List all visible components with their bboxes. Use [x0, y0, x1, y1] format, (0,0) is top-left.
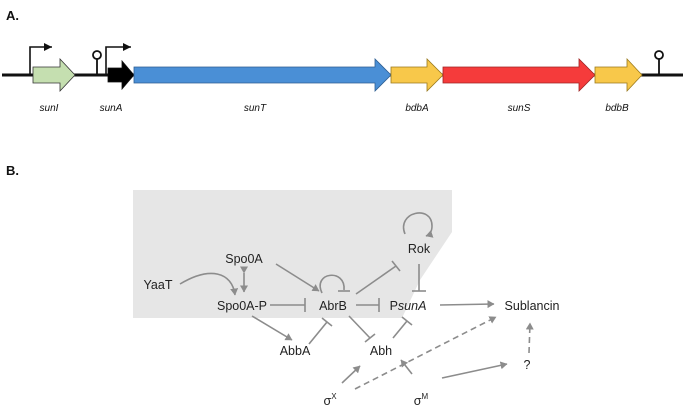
gene-arrow-sunT [133, 58, 392, 92]
edges [179, 263, 534, 390]
gene-label-sunS: sunS [508, 103, 531, 114]
gene-label-sunA: sunA [100, 103, 123, 114]
edge-sigmam-unknown [441, 361, 508, 379]
gene-label-sunI: sunI [40, 103, 59, 114]
promoter-sunA-icon [105, 43, 131, 75]
abrb-self-loop [319, 274, 345, 294]
edge-abba-abrb [308, 321, 328, 345]
edge-abh-psuna [392, 320, 408, 339]
edge-sigmam-abh [400, 359, 413, 375]
edge-spo0a-p-abba [251, 315, 293, 341]
node-sublancin: Sublancin [505, 299, 560, 313]
gene-arrow-sunS [442, 58, 596, 92]
node-psuna-gene: sunA [398, 299, 427, 313]
terminator-1-icon [92, 50, 102, 75]
edge-sigmax-sublancin-dashed [354, 316, 497, 390]
node-unknown: ? [524, 358, 531, 372]
gene-arrow-sunI [32, 57, 76, 93]
node-sigma-m: σM [414, 392, 429, 408]
node-sigma-x-superscript: X [331, 392, 337, 401]
node-psuna-prefix: P [390, 299, 398, 313]
edge-abrb-rok [355, 265, 397, 295]
edge-spo0a-abrb [275, 263, 320, 292]
terminator-2-icon [654, 50, 664, 75]
gene-label-sunT: sunT [244, 103, 267, 114]
repression-edges [270, 260, 426, 345]
regulatory-network-panel: YaaT Spo0A Spo0A-P AbrB Rok PsunA Sublan… [133, 190, 559, 408]
shaded-region [133, 190, 452, 318]
edge-abrb-abh [348, 315, 371, 339]
promoter-sunI-icon [29, 43, 52, 75]
rok-self-loop [402, 212, 434, 238]
gene-arrow-bdbA [390, 58, 444, 92]
node-sigma-x: σX [323, 392, 337, 408]
node-rok: Rok [408, 242, 431, 256]
edge-unknown-sublancin-dashed [525, 322, 534, 354]
gene-cluster-panel: sunI sunA sunT bdbA sunS bdbB [2, 43, 683, 114]
panel-a-label: A. [6, 8, 19, 23]
node-sigma-x-symbol: σ [323, 394, 331, 408]
node-abba: AbbA [280, 344, 311, 358]
edge-yaat-spo0a-p [179, 272, 239, 296]
node-sigma-m-symbol: σ [414, 394, 422, 408]
node-abrb: AbrB [319, 299, 347, 313]
edge-psuna-sublancin [439, 300, 495, 309]
gene-arrow-sunA [107, 59, 135, 91]
panel-b-label: B. [6, 163, 19, 178]
node-abh: Abh [370, 344, 392, 358]
node-spo0a-p: Spo0A-P [217, 299, 267, 313]
gene-arrow-bdbB [594, 57, 643, 93]
node-psuna: PsunA [390, 299, 427, 313]
edge-sigmax-abh [341, 365, 361, 384]
node-sigma-m-superscript: M [422, 392, 429, 401]
node-spo0a: Spo0A [225, 252, 263, 266]
gene-label-bdbB: bdbB [605, 103, 629, 114]
gene-label-bdbA: bdbA [405, 103, 429, 114]
node-yaat: YaaT [144, 278, 173, 292]
